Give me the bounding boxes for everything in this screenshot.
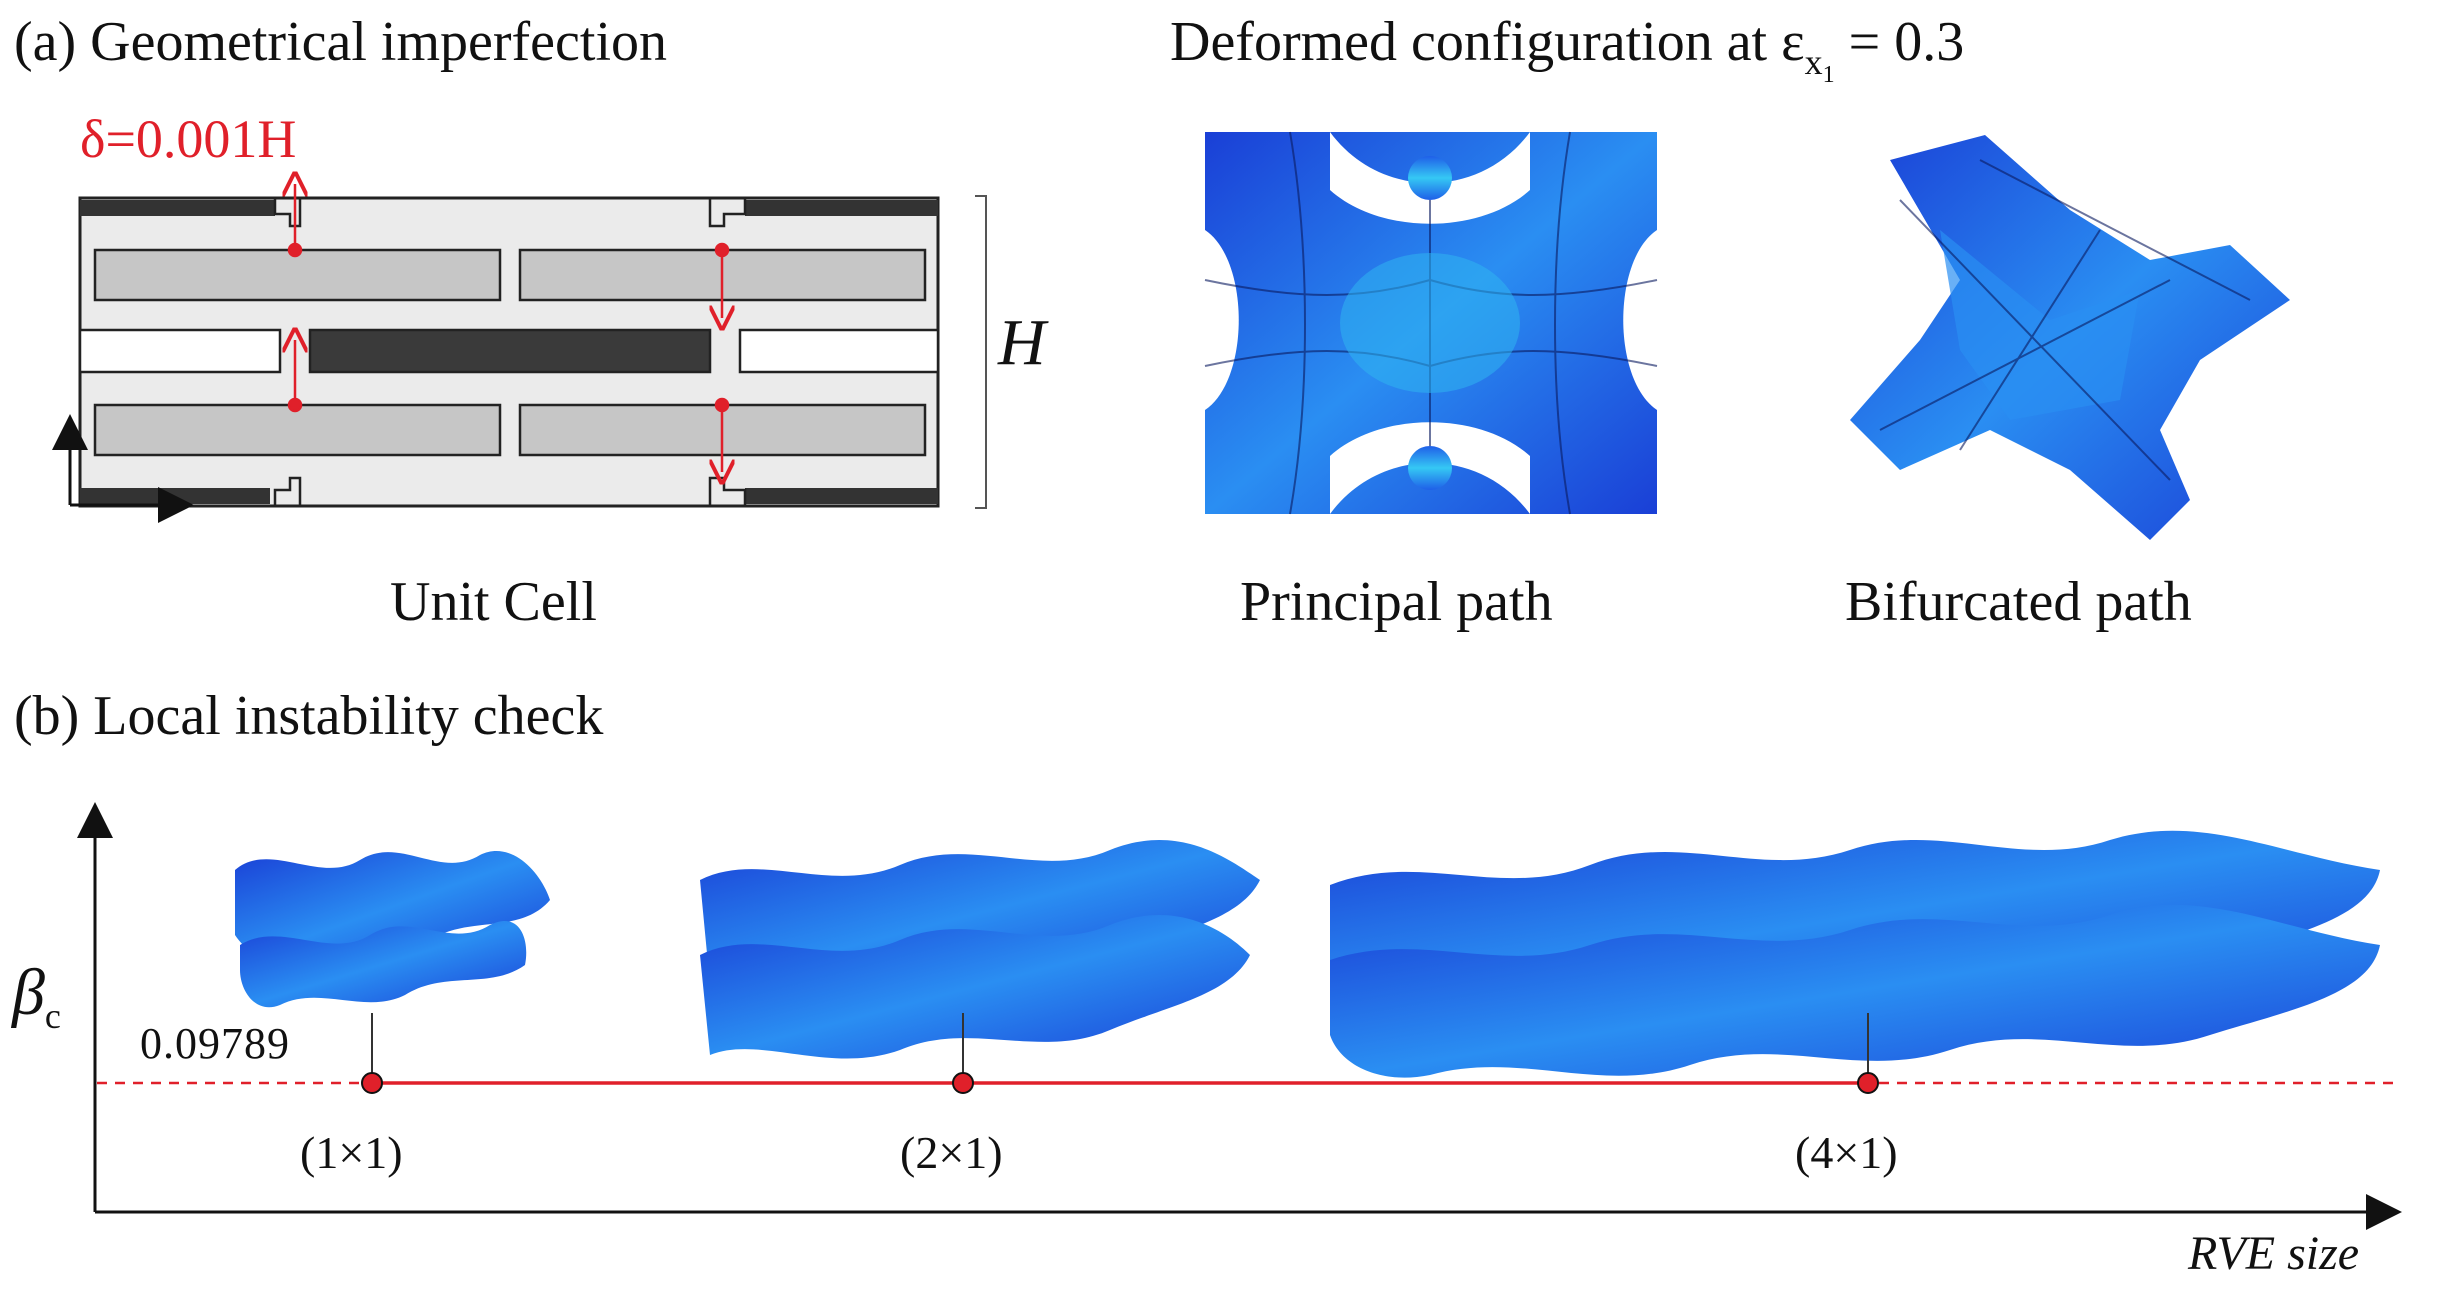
chart-layer [97, 1013, 2396, 1094]
panel-b-axes [77, 802, 2402, 1230]
top-left-bar [80, 200, 275, 216]
rve-1x1-image [235, 851, 550, 1008]
data-point [1857, 1072, 1879, 1094]
data-point [361, 1072, 383, 1094]
bottom-left-bar [80, 488, 270, 504]
panel-b-title: (b) Local instability check [14, 685, 604, 747]
rve-4x1-image [1330, 830, 2380, 1078]
bifurcated-path-image [1850, 135, 2290, 540]
x-tick-label: (1×1) [300, 1127, 403, 1178]
x-tick-label: (4×1) [1795, 1127, 1898, 1178]
x-axis-label: RVE size [2188, 1227, 2360, 1280]
y-axis-label: βc [12, 956, 61, 1037]
imperfection-label: δ=0.001H [80, 109, 297, 169]
principal-path-image [1204, 131, 1658, 515]
caption-bifurcated-path: Bifurcated path [1845, 571, 2192, 633]
height-label: H [998, 306, 1046, 379]
rve-2x1-image [700, 840, 1260, 1059]
bottom-right-bar [745, 488, 938, 504]
caption-principal-path: Principal path [1240, 571, 1553, 633]
imperfection-arrows [289, 184, 728, 472]
x-tick-label: (2×1) [900, 1127, 1003, 1178]
top-right-bar [745, 200, 938, 216]
deformed-config-title: Deformed configuration at εx1 = 0.3 [1170, 11, 1965, 88]
panel-a-title: (a) Geometrical imperfection [14, 11, 667, 73]
caption-unit-cell: Unit Cell [390, 571, 597, 633]
critical-value-label: 0.09789 [140, 1019, 290, 1068]
data-point [952, 1072, 974, 1094]
unit-cell-diagram [52, 184, 987, 523]
